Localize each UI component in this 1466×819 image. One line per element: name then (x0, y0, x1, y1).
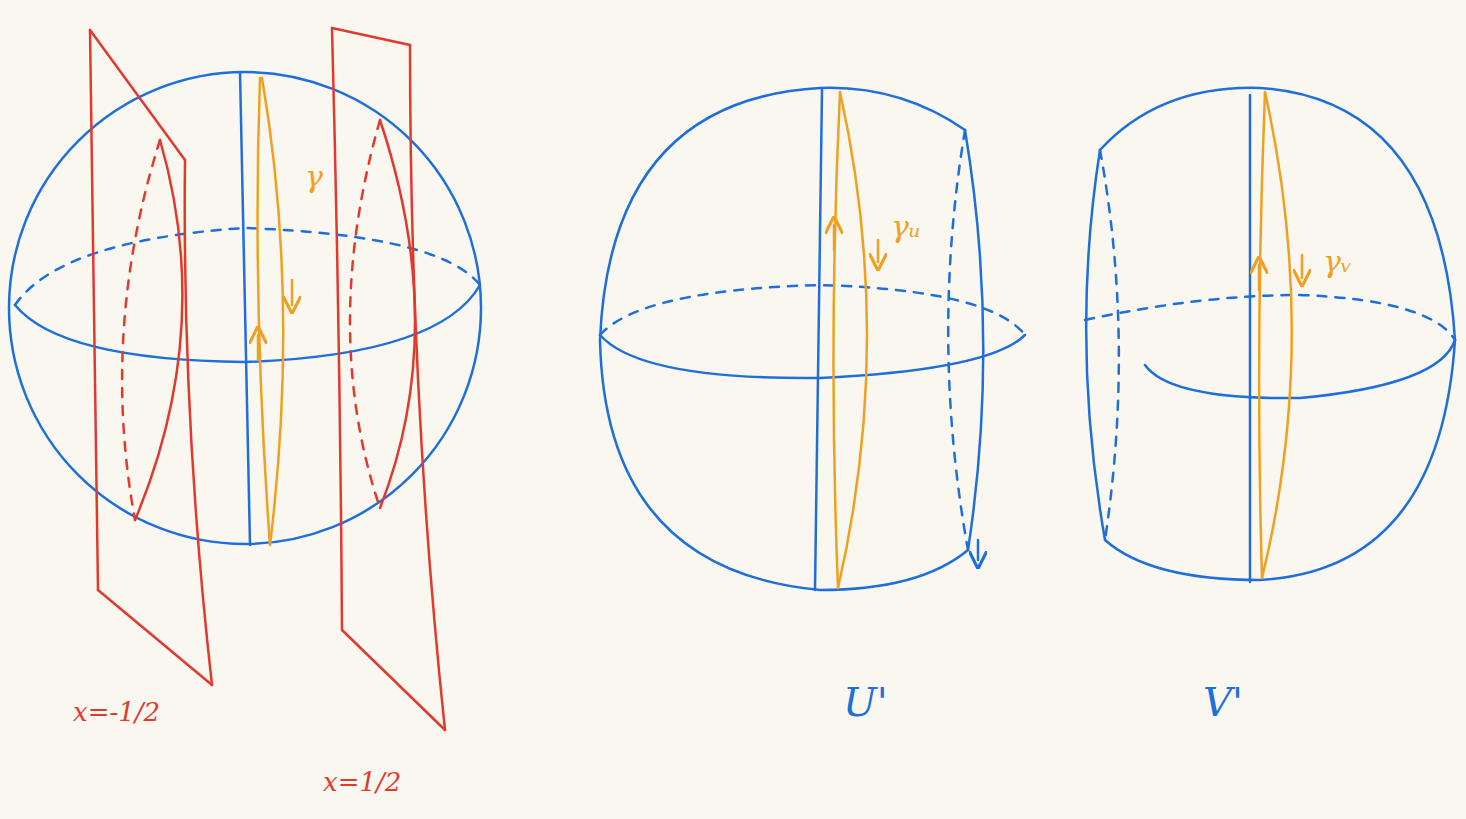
loop-label: γᵤ (888, 210, 924, 243)
region-label: U' (840, 680, 891, 724)
loop-label: γᵥ (1320, 245, 1355, 278)
plane-label: x=-1/2 (70, 698, 163, 727)
region-label: V' (1200, 680, 1246, 724)
plane-label: x=1/2 (320, 768, 404, 797)
loop-label: γ (302, 160, 326, 193)
